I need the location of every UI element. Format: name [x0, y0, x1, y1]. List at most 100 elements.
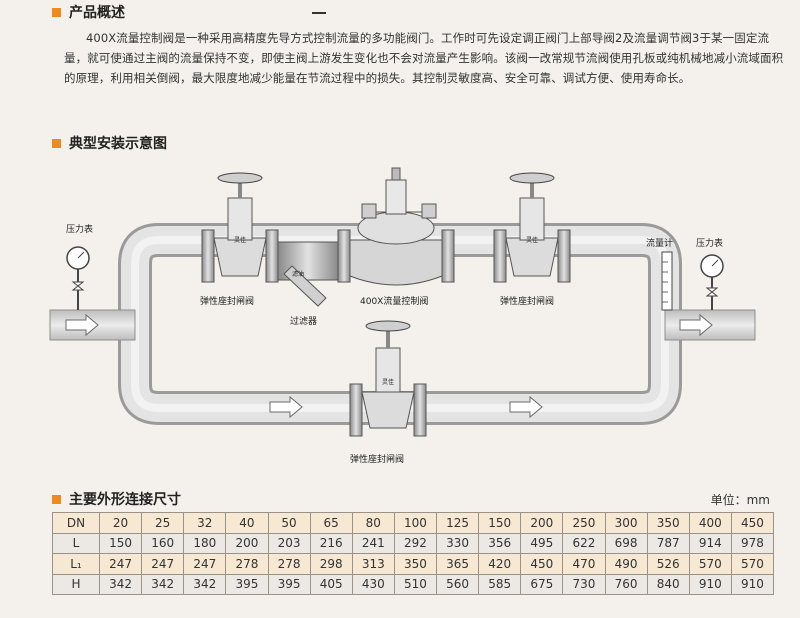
table-cell: 80 — [351, 512, 395, 534]
table-cell: 200 — [225, 532, 269, 554]
table-cell: 25 — [141, 512, 185, 534]
table-cell: 356 — [478, 532, 522, 554]
intro-paragraph: 400X流量控制阀是一种采用高精度先导方式控制流量的多功能阀门。工作时可先设定调… — [64, 31, 784, 85]
table-cell: 395 — [225, 573, 269, 595]
pressure-gauge-left-icon — [66, 246, 90, 310]
table-cell: 150 — [98, 532, 143, 554]
label-flow-meter: 流量计 — [646, 237, 673, 249]
table-cell: 250 — [562, 512, 606, 534]
orange-square-icon — [52, 138, 61, 148]
table-cell: 278 — [267, 553, 311, 575]
label-gate-valve-left: 弹性座封闸阀 — [200, 295, 254, 307]
gate-valve-bypass-icon: 灵佳 — [349, 320, 427, 437]
table-cell: 526 — [646, 553, 690, 575]
table-cell: 510 — [393, 573, 438, 595]
table-cell: 840 — [646, 573, 690, 595]
table-cell: 278 — [225, 553, 269, 575]
table-cell: 125 — [435, 512, 480, 534]
table-cell: 247 — [141, 553, 185, 575]
pipe-loop — [118, 223, 682, 425]
label-pressure-gauge-right: 压力表 — [696, 237, 723, 249]
table-cell: 470 — [562, 553, 606, 575]
table-cell: 585 — [478, 573, 522, 595]
section-heading-install: 典型安装示意图 — [52, 133, 167, 153]
flow-meter-icon — [661, 251, 673, 311]
table-cell: 560 — [435, 573, 480, 595]
gate-valve-right-icon: 灵佳 — [493, 172, 571, 283]
table-cell: 203 — [267, 532, 311, 554]
table-cell: 365 — [435, 553, 480, 575]
table-cell: 395 — [267, 573, 311, 595]
table-cell: 490 — [604, 553, 648, 575]
svg-text:灵佳: 灵佳 — [234, 236, 246, 244]
table-cell: 160 — [141, 532, 185, 554]
table-cell: 914 — [688, 532, 732, 554]
table-cell: 570 — [730, 553, 775, 575]
table-cell: 342 — [141, 573, 185, 595]
table-cell: 216 — [309, 532, 353, 554]
table-cell: 342 — [98, 573, 143, 595]
label-gate-valve-bypass: 弹性座封闸阀 — [350, 453, 404, 465]
table-cell: 298 — [309, 553, 353, 575]
svg-text:滤油: 滤油 — [292, 270, 304, 278]
table-cell: 313 — [351, 553, 395, 575]
svg-text:灵佳: 灵佳 — [526, 236, 538, 244]
table-cell: 450 — [730, 512, 775, 534]
table-cell: 241 — [351, 532, 395, 554]
table-cell: 200 — [520, 512, 564, 534]
table-cell: 247 — [98, 553, 143, 575]
table-cell: 247 — [183, 553, 227, 575]
table-cell: 978 — [730, 532, 775, 554]
table-cell: 430 — [351, 573, 395, 595]
table-cell: 570 — [688, 553, 732, 575]
unit-label: 单位：mm — [710, 493, 770, 507]
decorative-dash — [312, 12, 326, 14]
orange-square-icon — [52, 7, 61, 17]
flow-arrow-icon — [65, 313, 99, 337]
pressure-gauge-right-icon — [700, 254, 724, 310]
table-cell: 910 — [688, 573, 732, 595]
table-cell: 20 — [98, 512, 143, 534]
installation-diagram: 灵佳 滤油 灵佳 灵佳 — [49, 167, 756, 465]
table-cell: 787 — [646, 532, 690, 554]
section-title: 典型安装示意图 — [69, 136, 167, 152]
table-cell: 100 — [393, 512, 438, 534]
table-cell: 910 — [730, 573, 775, 595]
table-cell: 450 — [520, 553, 564, 575]
row-label: L₁ — [52, 553, 100, 575]
section-heading-dimensions: 主要外形连接尺寸 — [52, 489, 181, 509]
section-title: 主要外形连接尺寸 — [69, 492, 181, 508]
section-title: 产品概述 — [69, 5, 125, 21]
section-heading-overview: 产品概述 — [52, 2, 125, 22]
table-cell: 180 — [183, 532, 227, 554]
table-cell: 50 — [267, 512, 311, 534]
orange-square-icon — [52, 494, 61, 504]
flow-arrow-icon — [509, 395, 543, 419]
strainer-icon: 滤油 — [277, 241, 339, 307]
table-cell: 675 — [520, 573, 564, 595]
label-control-valve: 400X流量控制阀 — [360, 295, 428, 307]
table-cell: 400 — [688, 512, 732, 534]
table-cell: 760 — [604, 573, 648, 595]
table-cell: 350 — [393, 553, 438, 575]
table-cell: 405 — [309, 573, 353, 595]
label-strainer: 过滤器 — [290, 315, 317, 327]
table-cell: 350 — [646, 512, 690, 534]
row-label: L — [52, 532, 100, 554]
table-cell: 150 — [478, 512, 522, 534]
control-valve-icon — [337, 167, 455, 286]
table-cell: 342 — [183, 573, 227, 595]
flow-arrow-icon — [269, 395, 303, 419]
table-cell: 698 — [604, 532, 648, 554]
table-cell: 40 — [225, 512, 269, 534]
row-label: H — [52, 573, 100, 595]
table-cell: 65 — [309, 512, 353, 534]
label-pressure-gauge-left: 压力表 — [66, 223, 93, 235]
label-gate-valve-right: 弹性座封闸阀 — [500, 295, 554, 307]
table-cell: 32 — [183, 512, 227, 534]
